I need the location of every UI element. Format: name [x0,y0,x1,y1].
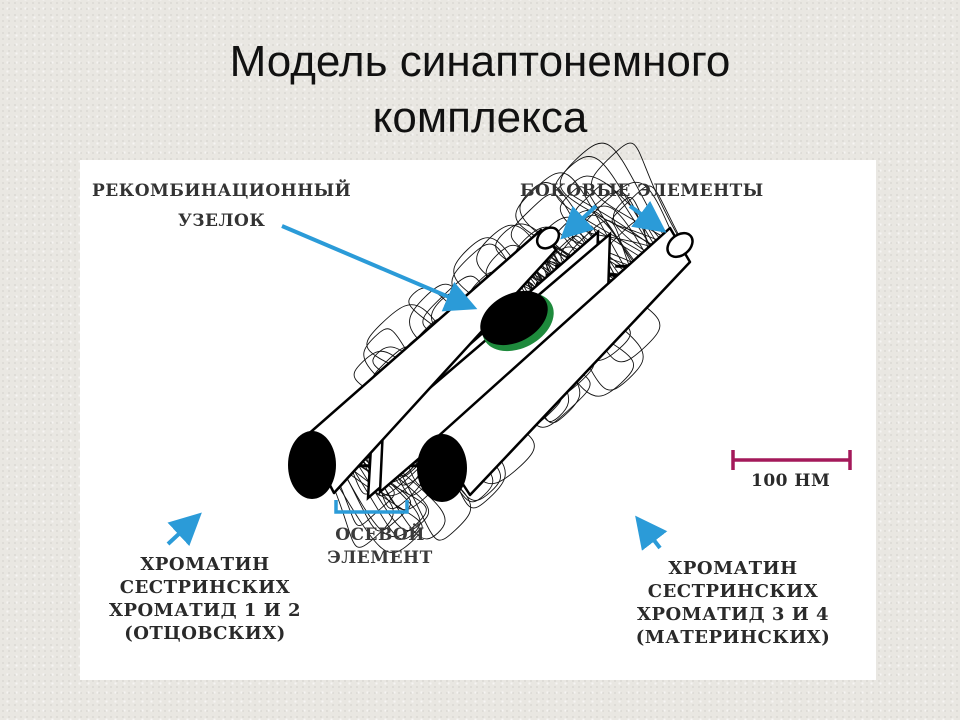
label-lateral-elements-text: БОКОВЫЕ ЭЛЕМЕНТЫ [520,181,764,201]
label-paternal-line2: СЕСТРИНСКИХ [119,577,291,598]
chromatin-loop [591,142,681,245]
label-axial-element: ОСЕВОЙ ЭЛЕМЕНТ [314,524,446,570]
arrow-to-lateral-left [560,204,598,240]
label-maternal-line4: (МАТЕРИНСКИХ) [635,627,831,648]
arrow-to-lateral-right [628,200,667,233]
label-paternal-line3: ХРОМАТИД 1 И 2 [108,600,302,621]
label-lateral-elements: БОКОВЫЕ ЭЛЕМЕНТЫ [520,181,764,201]
label-recombination-nodule: РЕКОМБИНАЦИОННЫЙ [92,181,351,201]
title-line-1: Модель синаптонемного [229,37,731,86]
lateral-element-right [417,226,694,502]
label-maternal-line2: СЕСТРИНСКИХ [647,581,819,602]
label-paternal-chromatin: ХРОМАТИН СЕСТРИНСКИХ ХРОМАТИД 1 И 2 (ОТЦ… [96,553,314,645]
chromatin-loop [568,175,675,261]
label-recombination-line1: РЕКОМБИНАЦИОННЫЙ [92,181,352,201]
chromatin-loop [559,142,672,254]
label-axial-line1: ОСЕВОЙ [335,525,425,545]
arrow-to-maternal-chromatin [635,515,668,551]
chromatin-loop [351,432,446,540]
slide-title: Модель синаптонемного комплекса [0,34,960,146]
arrow-to-paternal-chromatin [166,512,202,547]
label-paternal-line1: ХРОМАТИН [140,554,270,575]
recombination-nodule [480,290,554,352]
label-maternal-line1: ХРОМАТИН [668,558,798,579]
title-line-2: комплекса [372,93,588,142]
arrow-to-nodule [281,224,478,312]
chromatin-loop [323,457,423,554]
axial-element-bracket [334,500,409,514]
label-maternal-line3: ХРОМАТИД 3 И 4 [636,604,830,625]
label-axial-line2: ЭЛЕМЕНТ [327,548,433,568]
label-maternal-chromatin: ХРОМАТИН СЕСТРИНСКИХ ХРОМАТИД 3 И 4 (МАТ… [616,557,850,649]
label-recombination-line2: УЗЕЛОК [178,211,266,231]
scale-bar [731,450,852,470]
label-paternal-line4: (ОТЦОВСКИХ) [124,623,286,644]
label-scale: 100 НМ [751,471,830,491]
chromatin-loop [338,429,430,532]
label-recombination-nodule-2: УЗЕЛОК [178,211,265,231]
pointer-arrows [166,200,668,551]
label-scale-text: 100 НМ [751,471,831,491]
